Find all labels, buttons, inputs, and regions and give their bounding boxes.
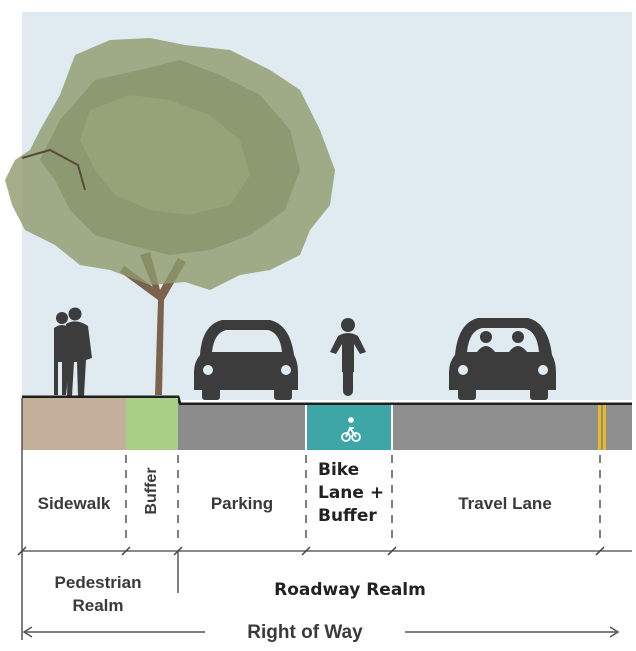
sidewalk-label: Sidewalk (37, 494, 111, 513)
dimension-line (17, 546, 632, 556)
roadway-realm-label: Roadway Realm (274, 580, 426, 600)
bike-lane-label-line3: Buffer (318, 506, 377, 526)
right-of-way-label: Right of Way (247, 622, 363, 643)
pedestrian-realm-label-line2: Realm (72, 596, 124, 615)
right-of-way-arrow (22, 626, 620, 638)
parking-label: Parking (210, 494, 274, 513)
car-icon (194, 320, 298, 400)
car-with-passengers-icon (449, 318, 556, 400)
zone-dividers (125, 455, 601, 545)
bike-lane-label-line2: Lane + (318, 483, 385, 503)
cyclist-icon (330, 318, 366, 396)
bike-lane-label-line1: Bike (318, 460, 360, 480)
tree-icon (5, 38, 335, 395)
buffer-label: Buffer (143, 467, 160, 515)
travel-lane-zone (392, 405, 632, 450)
buffer-zone (126, 398, 178, 450)
parking-zone (178, 405, 306, 450)
sidewalk-zone (22, 398, 126, 450)
pedestrian-realm-label-line1: Pedestrian (54, 573, 142, 592)
bike-lane-zone (306, 405, 392, 450)
pedestrians-icon (54, 307, 92, 396)
bike-symbol-icon (341, 417, 361, 442)
travel-lane-label: Travel Lane (458, 494, 552, 513)
